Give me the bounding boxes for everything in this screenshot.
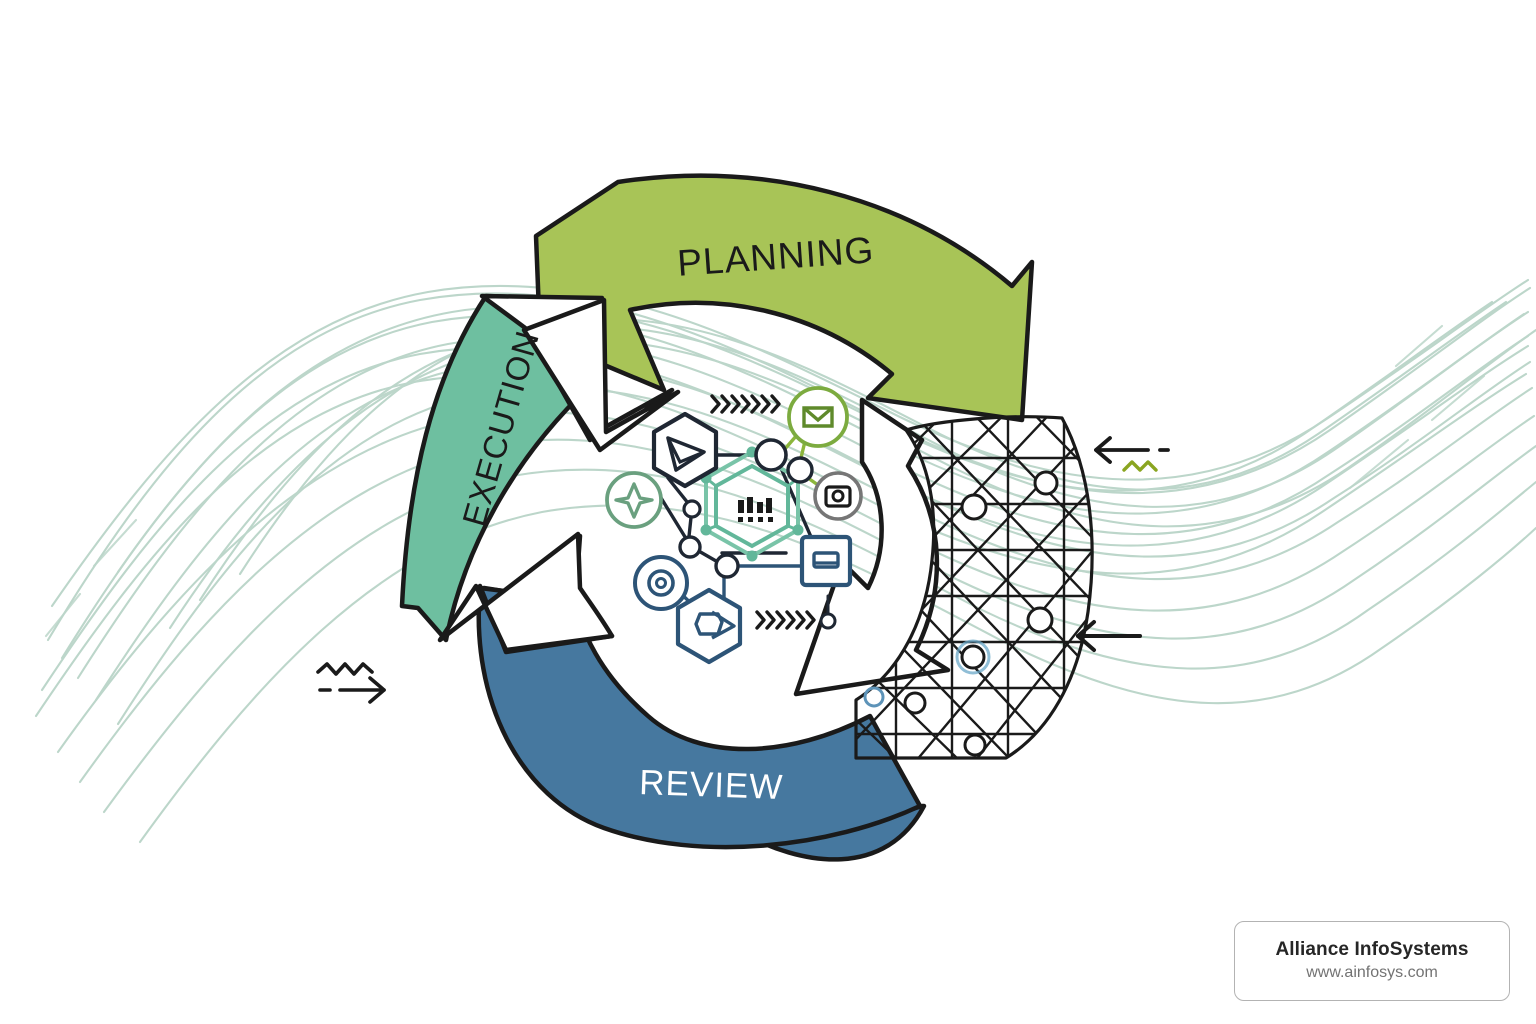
segment-planning[interactable] <box>533 173 1035 423</box>
squiggle-arrow-left <box>316 662 386 704</box>
olive-squiggle <box>1122 460 1158 472</box>
presentation-icon <box>799 534 853 588</box>
cube-play-icon <box>675 587 743 665</box>
segment-review-body[interactable] <box>476 585 923 850</box>
sparkle-icon <box>605 471 663 529</box>
mesh-outline <box>854 415 1094 760</box>
mesh-nodes <box>863 470 1059 757</box>
brand-name: Alliance InfoSystems <box>1275 938 1469 960</box>
mail-icon <box>787 386 849 448</box>
target-icon <box>633 555 689 611</box>
connector-arrow-planning-head <box>521 297 681 453</box>
connector-arrow-execution-body <box>437 531 615 653</box>
camera-icon <box>813 471 863 521</box>
plain-arrow-right-lower <box>1076 620 1142 652</box>
chevron-run-top <box>710 394 781 414</box>
segment-execution[interactable] <box>399 293 605 643</box>
brand-url: www.ainfosys.com <box>1306 964 1438 982</box>
send-icon <box>651 411 719 489</box>
chevron-run-bottom <box>755 610 816 630</box>
network-junctions <box>678 438 837 630</box>
branding-card[interactable]: Alliance InfoSystems www.ainfosys.com <box>1234 921 1510 1001</box>
dashed-arrow-right-upper <box>1094 436 1170 464</box>
